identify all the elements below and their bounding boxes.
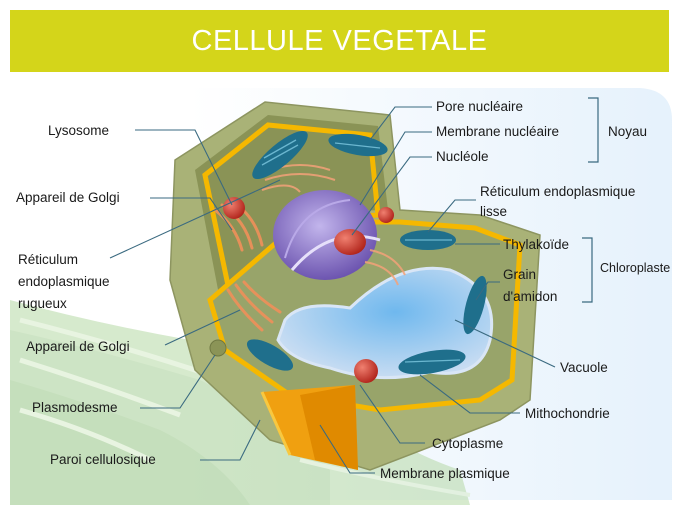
label-vacuole: Vacuole xyxy=(560,359,608,376)
label-membrane-plasmique: Membrane plasmique xyxy=(380,465,510,482)
lysosome xyxy=(223,197,245,219)
mitochondria-sphere xyxy=(354,359,378,383)
label-thylakoide: Thylakoïde xyxy=(503,236,569,253)
nucleolus xyxy=(334,229,366,255)
plasmodesma xyxy=(210,340,226,356)
label-grain-line1: Grain xyxy=(503,266,536,283)
label-reticulum-lisse-line2: lisse xyxy=(480,203,507,220)
label-cytoplasme: Cytoplasme xyxy=(432,435,503,452)
label-mithochondrie: Mithochondrie xyxy=(525,405,610,422)
label-noyau: Noyau xyxy=(608,123,647,140)
label-paroi-cellulosique: Paroi cellulosique xyxy=(50,451,156,468)
label-reticulum-rugueux-line3: rugueux xyxy=(18,295,67,312)
label-pore-nucleaire: Pore nucléaire xyxy=(436,98,523,115)
label-nucleole: Nucléole xyxy=(436,148,489,165)
label-membrane-nucleaire: Membrane nucléaire xyxy=(436,123,559,140)
label-plasmodesme: Plasmodesme xyxy=(32,399,118,416)
label-appareil-golgi-top: Appareil de Golgi xyxy=(16,189,120,206)
lysosome-2 xyxy=(378,207,394,223)
label-reticulum-lisse-line1: Réticulum endoplasmique xyxy=(480,183,635,200)
label-grain-line2: d'amidon xyxy=(503,288,557,305)
label-reticulum-rugueux-line1: Réticulum xyxy=(18,251,78,268)
label-chloroplaste: Chloroplaste xyxy=(600,260,670,277)
label-lysosome: Lysosome xyxy=(48,122,109,139)
label-appareil-golgi-bottom: Appareil de Golgi xyxy=(26,338,130,355)
label-reticulum-rugueux-line2: endoplasmique xyxy=(18,273,110,290)
